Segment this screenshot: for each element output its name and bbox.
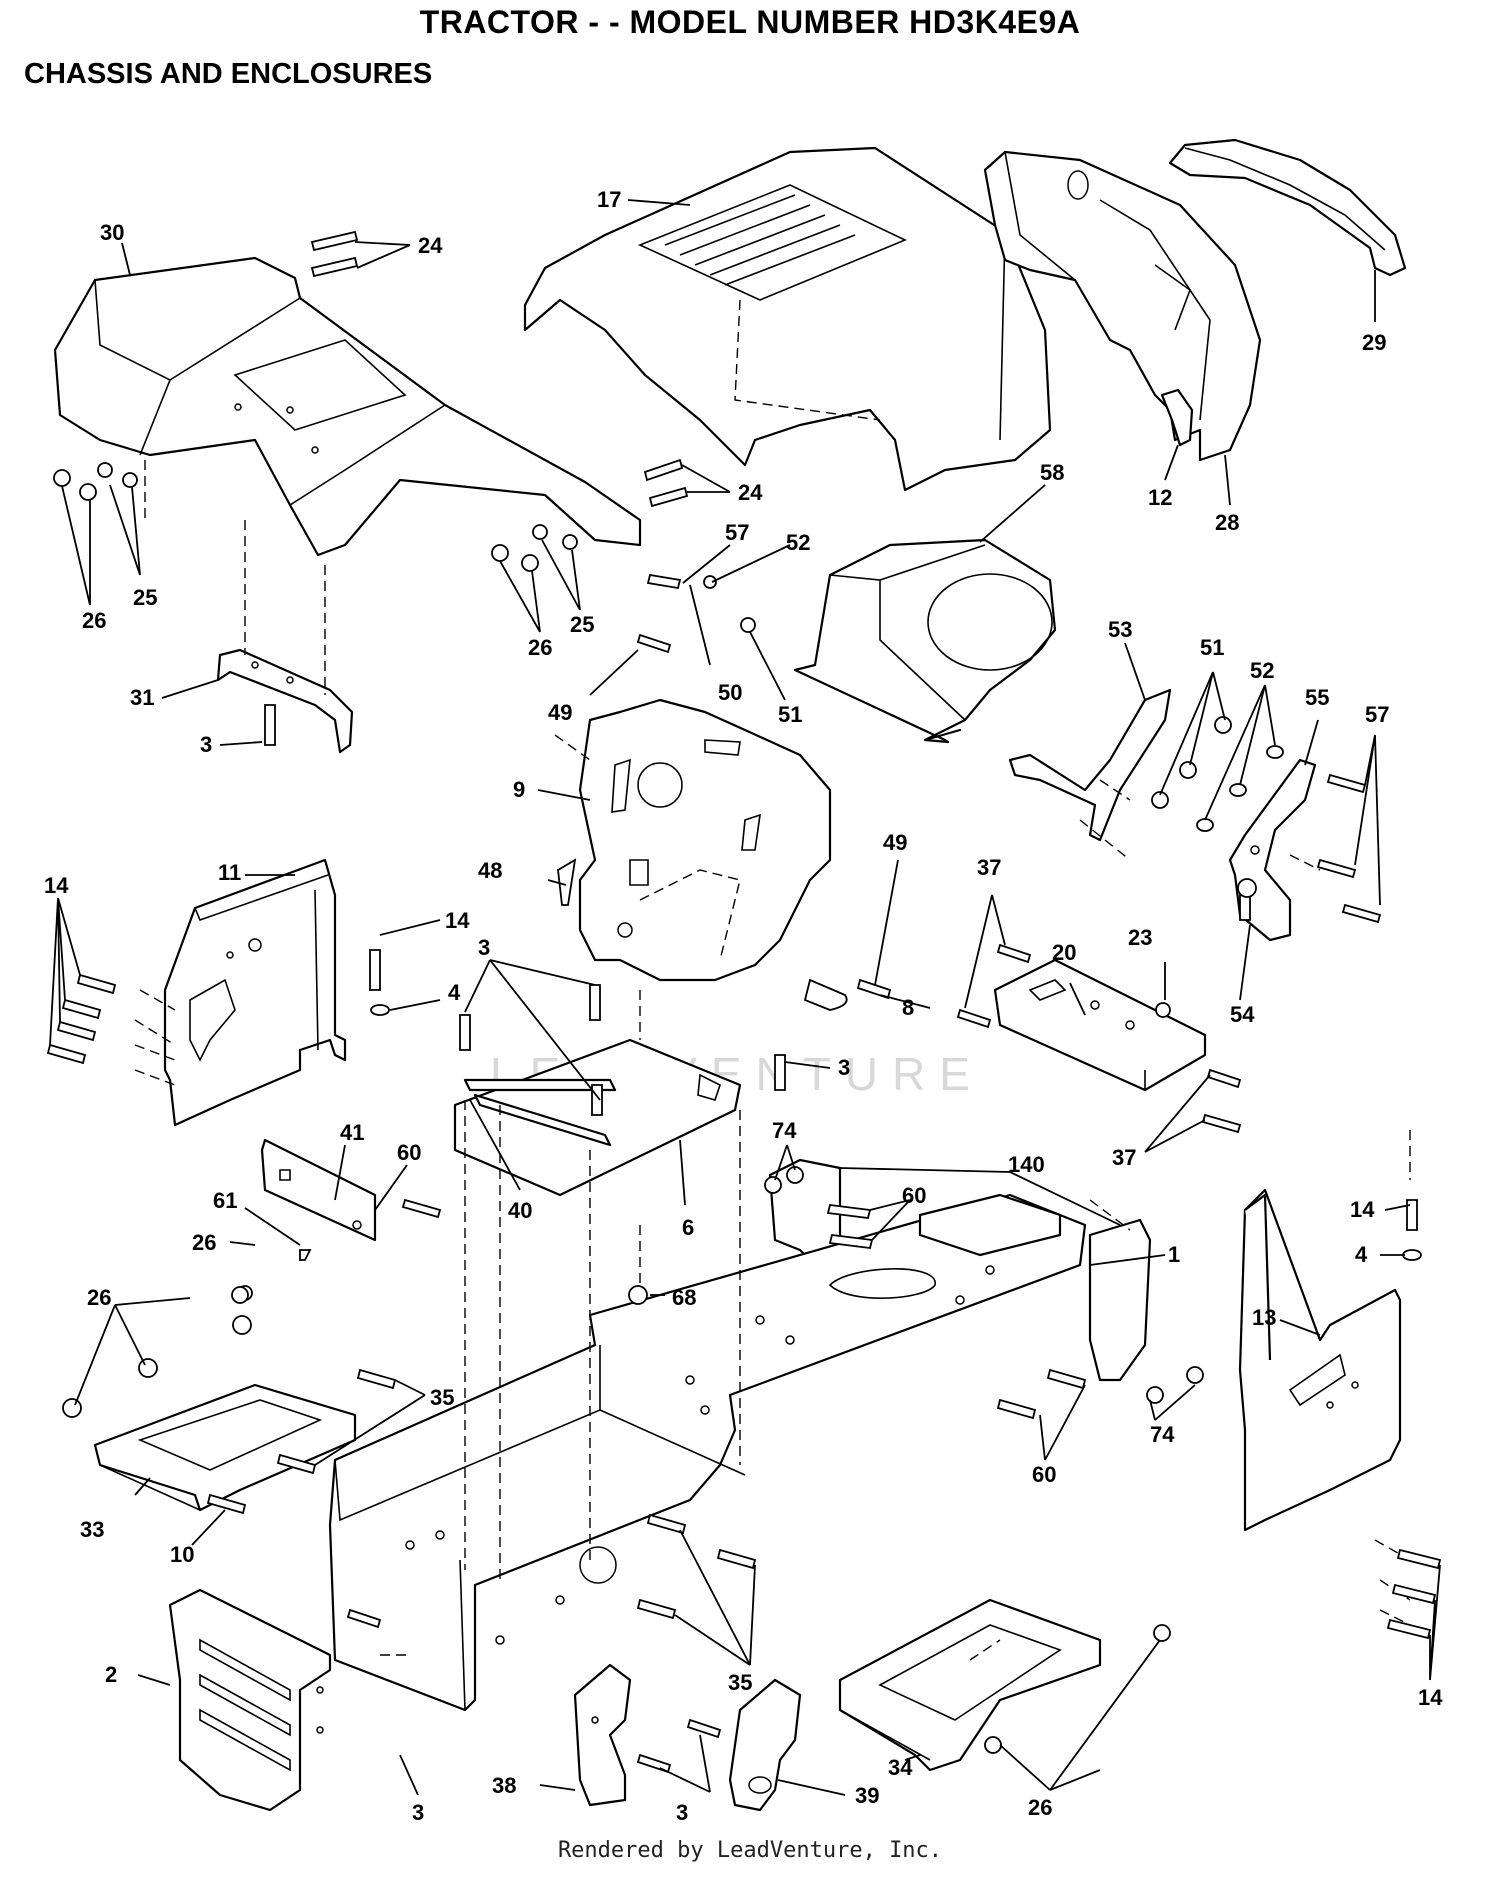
callout-1: 1 [1168, 1242, 1180, 1267]
callout-39: 39 [855, 1783, 879, 1808]
callout-3: 3 [676, 1800, 688, 1825]
callout-35: 35 [728, 1670, 752, 1695]
part-140-mount-brackets [768, 1158, 1152, 1382]
callout-14: 14 [44, 873, 69, 898]
callout-6: 6 [682, 1215, 694, 1240]
callout-52: 52 [786, 530, 810, 555]
callout-10: 10 [170, 1542, 194, 1567]
part-31-bracket [216, 648, 354, 754]
callout-13: 13 [1252, 1305, 1276, 1330]
callout-53: 53 [1108, 617, 1132, 642]
callout-60: 60 [1032, 1462, 1056, 1487]
part-53-bracket [1008, 688, 1172, 842]
callout-33: 33 [80, 1517, 104, 1542]
callout-49: 49 [548, 700, 572, 725]
part-33-left-footrest [93, 1383, 357, 1512]
assembly-lines [134, 460, 1411, 1661]
leader-lines [49, 199, 1441, 1796]
callout-57: 57 [725, 520, 749, 545]
part-9-steering-console [578, 698, 832, 982]
part-13-side-panel [1238, 1188, 1402, 1532]
callout-58: 58 [1040, 460, 1064, 485]
callout-3: 3 [412, 1800, 424, 1825]
part-40-battery-hold-down [463, 1078, 617, 1147]
part-41-plate [260, 1138, 377, 1242]
part-58-shield [793, 538, 1057, 744]
callout-8: 8 [902, 995, 914, 1020]
callout-68: 68 [672, 1285, 696, 1310]
callout-51: 51 [778, 702, 802, 727]
callout-14: 14 [1350, 1197, 1375, 1222]
callout-54: 54 [1230, 1002, 1255, 1027]
callout-11: 11 [218, 860, 241, 885]
hardware-items [46, 230, 1442, 1774]
callout-14: 14 [1418, 1685, 1443, 1710]
part-34-right-footrest [838, 1598, 1102, 1772]
page-title: TRACTOR - - MODEL NUMBER HD3K4E9A [419, 4, 1081, 40]
part-6-battery-tray [453, 1038, 742, 1197]
callout-51: 51 [1200, 635, 1224, 660]
part-11-side-panel [163, 858, 347, 1127]
callout-50: 50 [718, 680, 742, 705]
part-28-dash-panel [983, 150, 1262, 462]
part-29-grille [1168, 138, 1407, 277]
callout-52: 52 [1250, 658, 1274, 683]
callout-29: 29 [1362, 330, 1386, 355]
callout-41: 41 [340, 1120, 364, 1145]
callout-140: 140 [1008, 1152, 1045, 1177]
callout-3: 3 [200, 732, 212, 757]
callout-61: 61 [213, 1188, 237, 1213]
callout-26: 26 [87, 1285, 111, 1310]
callout-34: 34 [888, 1755, 913, 1780]
part-17-hood [523, 146, 1052, 492]
callout-49: 49 [883, 830, 907, 855]
callout-26: 26 [192, 1230, 216, 1255]
callout-26: 26 [82, 608, 106, 633]
callout-55: 55 [1305, 685, 1329, 710]
callout-60: 60 [397, 1140, 421, 1165]
callout-30: 30 [100, 220, 124, 245]
callout-37: 37 [977, 855, 1001, 880]
callout-3: 3 [838, 1055, 850, 1080]
callout-24: 24 [738, 480, 763, 505]
callout-17: 17 [597, 187, 621, 212]
callout-4: 4 [1355, 1242, 1368, 1267]
callout-57: 57 [1365, 702, 1389, 727]
callout-2: 2 [105, 1662, 117, 1687]
callout-14: 14 [445, 908, 470, 933]
callout-20: 20 [1052, 940, 1076, 965]
callout-25: 25 [570, 612, 594, 637]
part-39-bracket [728, 1678, 802, 1812]
callout-25: 25 [133, 585, 157, 610]
callout-60: 60 [902, 1183, 926, 1208]
callout-24: 24 [418, 233, 443, 258]
part-2-front-plate [168, 1588, 332, 1812]
callout-74: 74 [1150, 1422, 1175, 1447]
part-38-bracket [573, 1663, 632, 1807]
part-30-rear-fender [53, 256, 642, 557]
callout-40: 40 [508, 1198, 532, 1223]
callout-31: 31 [130, 685, 154, 710]
callout-3: 3 [478, 935, 490, 960]
callout-38: 38 [492, 1773, 516, 1798]
callout-74: 74 [772, 1118, 797, 1143]
callout-12: 12 [1148, 485, 1172, 510]
callout-35: 35 [430, 1385, 454, 1410]
part-12-clip [1160, 388, 1194, 447]
callout-26: 26 [1028, 1795, 1052, 1820]
callout-4: 4 [448, 980, 461, 1005]
callout-23: 23 [1128, 925, 1152, 950]
callout-9: 9 [513, 777, 525, 802]
callout-28: 28 [1215, 510, 1239, 535]
section-title: CHASSIS AND ENCLOSURES [24, 58, 433, 90]
callout-48: 48 [478, 858, 502, 883]
callout-37: 37 [1112, 1145, 1136, 1170]
footer-credit: Rendered by LeadVenture, Inc. [557, 1838, 943, 1863]
callout-labels: 30 24 17 29 24 12 28 58 25 26 25 26 57 5… [44, 187, 1443, 1825]
part-20-bracket [993, 958, 1207, 1092]
callout-26: 26 [528, 635, 552, 660]
part-1-main-frame [328, 1193, 1087, 1712]
